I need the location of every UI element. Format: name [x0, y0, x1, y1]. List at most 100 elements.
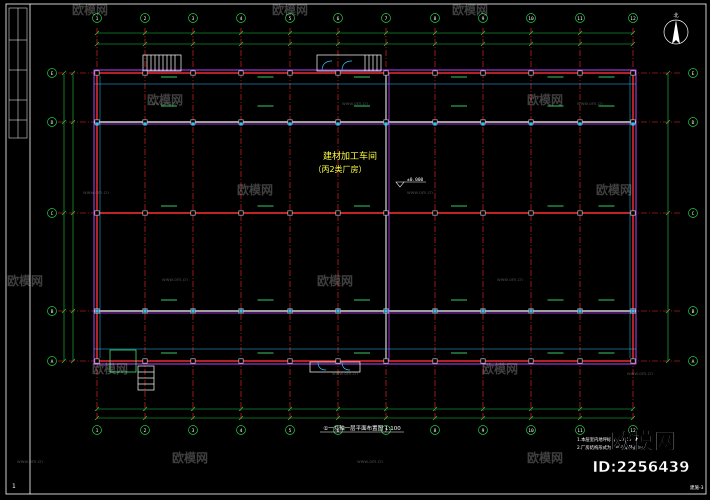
watermark-brand: 欧模网 — [237, 182, 273, 197]
axis-bubble-left-C-circle — [47, 208, 57, 218]
wind-column — [481, 309, 485, 313]
axis-bubble-top-12-label: 12 — [630, 16, 636, 22]
axis-bubble-right-C-circle — [688, 208, 698, 218]
axis-bubble-left-E-circle — [47, 68, 57, 78]
axis-bubble-bottom-7-label: 7 — [385, 428, 388, 434]
north-label: 北 — [673, 12, 678, 19]
axis-bubble-right-A-label: A — [692, 359, 695, 365]
axis-bubble-bottom-5-label: 5 — [289, 428, 292, 434]
watermark-brand: 欧模网 — [272, 2, 308, 17]
structural-column — [142, 70, 148, 76]
structural-column — [432, 358, 438, 364]
axis-bubble-bottom-9-circle — [478, 425, 488, 435]
axis-bubble-right-E-label: E — [692, 71, 695, 77]
axis-bubble-left-A-circle — [47, 356, 57, 366]
sheet-border: 1 — [5, 3, 707, 495]
axis-bubble-top-3-circle — [188, 13, 198, 23]
dim-tick — [287, 406, 293, 412]
structural-column — [528, 210, 534, 216]
axis-bubble-top-5-label: 5 — [289, 16, 292, 22]
axis-bubble-bottom-8-circle — [430, 425, 440, 435]
structural-column — [190, 70, 196, 76]
watermark-url: www.om.cn — [162, 278, 188, 283]
watermark-brand: 欧模网 — [172, 450, 208, 465]
axis-bubble-right-B-circle — [688, 306, 698, 316]
watermark-brand: 欧模网 — [452, 2, 488, 17]
watermark-url: www.om.cn — [357, 460, 383, 465]
wind-column — [529, 122, 533, 126]
axis-bubble-bottom-11-circle — [575, 425, 585, 435]
axis-bubble-bottom-1-label: 1 — [96, 428, 99, 434]
axis-bubble-bottom-8-label: 8 — [434, 428, 437, 434]
structural-column — [630, 210, 636, 216]
wind-column — [384, 122, 388, 126]
watermark-corner: 欧模网 ID:2256439 — [592, 429, 690, 477]
structural-column — [190, 210, 196, 216]
room-tags — [161, 76, 615, 354]
sheet-number: 建施-3 — [690, 484, 704, 491]
north-arrow: 北 — [663, 12, 689, 45]
structural-column — [383, 70, 389, 76]
dim-tick — [142, 406, 148, 412]
axis-bubble-left-B-label: B — [51, 309, 54, 315]
wind-column — [481, 122, 485, 126]
axis-bubble-top-12-circle — [628, 13, 638, 23]
wind-column — [191, 122, 195, 126]
structural-column — [577, 358, 583, 364]
doors-stairs — [109, 54, 382, 391]
axis-bubble-top-6-label: 6 — [337, 16, 340, 22]
structural-column — [528, 358, 534, 364]
wind-column — [578, 122, 582, 126]
dim-tick — [190, 406, 196, 412]
axis-bubble-right-D-circle — [688, 117, 698, 127]
axis-bubble-bottom-12-label: 12 — [630, 428, 636, 434]
watermark-brand: 欧模网 — [527, 450, 563, 465]
structural-column — [528, 70, 534, 76]
wind-column — [529, 309, 533, 313]
axis-bubble-top-1-label: 1 — [96, 16, 99, 22]
watermark-brand: 欧模网 — [7, 273, 43, 288]
wind-column — [433, 309, 437, 313]
axis-bubble-top-1-circle — [92, 13, 102, 23]
axis-bubble-top-5-circle — [285, 13, 295, 23]
axis-bubble-top-10-circle — [526, 13, 536, 23]
structural-column — [480, 210, 486, 216]
structural-column — [577, 210, 583, 216]
wind-column — [288, 309, 292, 313]
columns — [94, 70, 636, 364]
wind-column — [95, 309, 99, 313]
axis-bubble-right-A-circle — [688, 356, 698, 366]
watermark-brand: 欧模网 — [147, 92, 183, 107]
notes: 1.本层室内地坪标高±0.000 2.厂房结构形式为门式刚架轻钢结构 — [577, 436, 646, 451]
workshop-subtitle-text: （丙2类厂房） — [313, 164, 366, 174]
axis-bubble-top-7-circle — [381, 13, 391, 23]
structural-column — [383, 210, 389, 216]
watermark-brand: 欧模网 — [72, 2, 108, 17]
structural-column — [630, 70, 636, 76]
wind-column — [143, 309, 147, 313]
watermark-brand: 欧模网 — [596, 182, 632, 197]
structural-column — [577, 70, 583, 76]
axis-bubble-right-E-circle — [688, 68, 698, 78]
structural-column — [432, 70, 438, 76]
watermark-url: www.om.cn — [332, 372, 358, 377]
wind-column — [95, 122, 99, 126]
wind-column — [631, 122, 635, 126]
axis-bubble-left-B-circle — [47, 306, 57, 316]
structural-column — [335, 358, 341, 364]
axis-bubble-top-7-label: 7 — [385, 16, 388, 22]
wind-column — [578, 309, 582, 313]
wind-column — [384, 309, 388, 313]
elevation-value: ±0.000 — [407, 177, 424, 183]
axis-bubble-top-11-label: 11 — [577, 16, 583, 22]
watermark-brand: 欧模网 — [482, 361, 518, 376]
watermark-url: www.om.cn — [342, 102, 368, 107]
dim-tick — [577, 406, 583, 412]
wind-column — [239, 309, 243, 313]
axis-bubble-bottom-1-circle — [92, 425, 102, 435]
axis-bubble-top-4-circle — [236, 13, 246, 23]
wind-column — [143, 122, 147, 126]
